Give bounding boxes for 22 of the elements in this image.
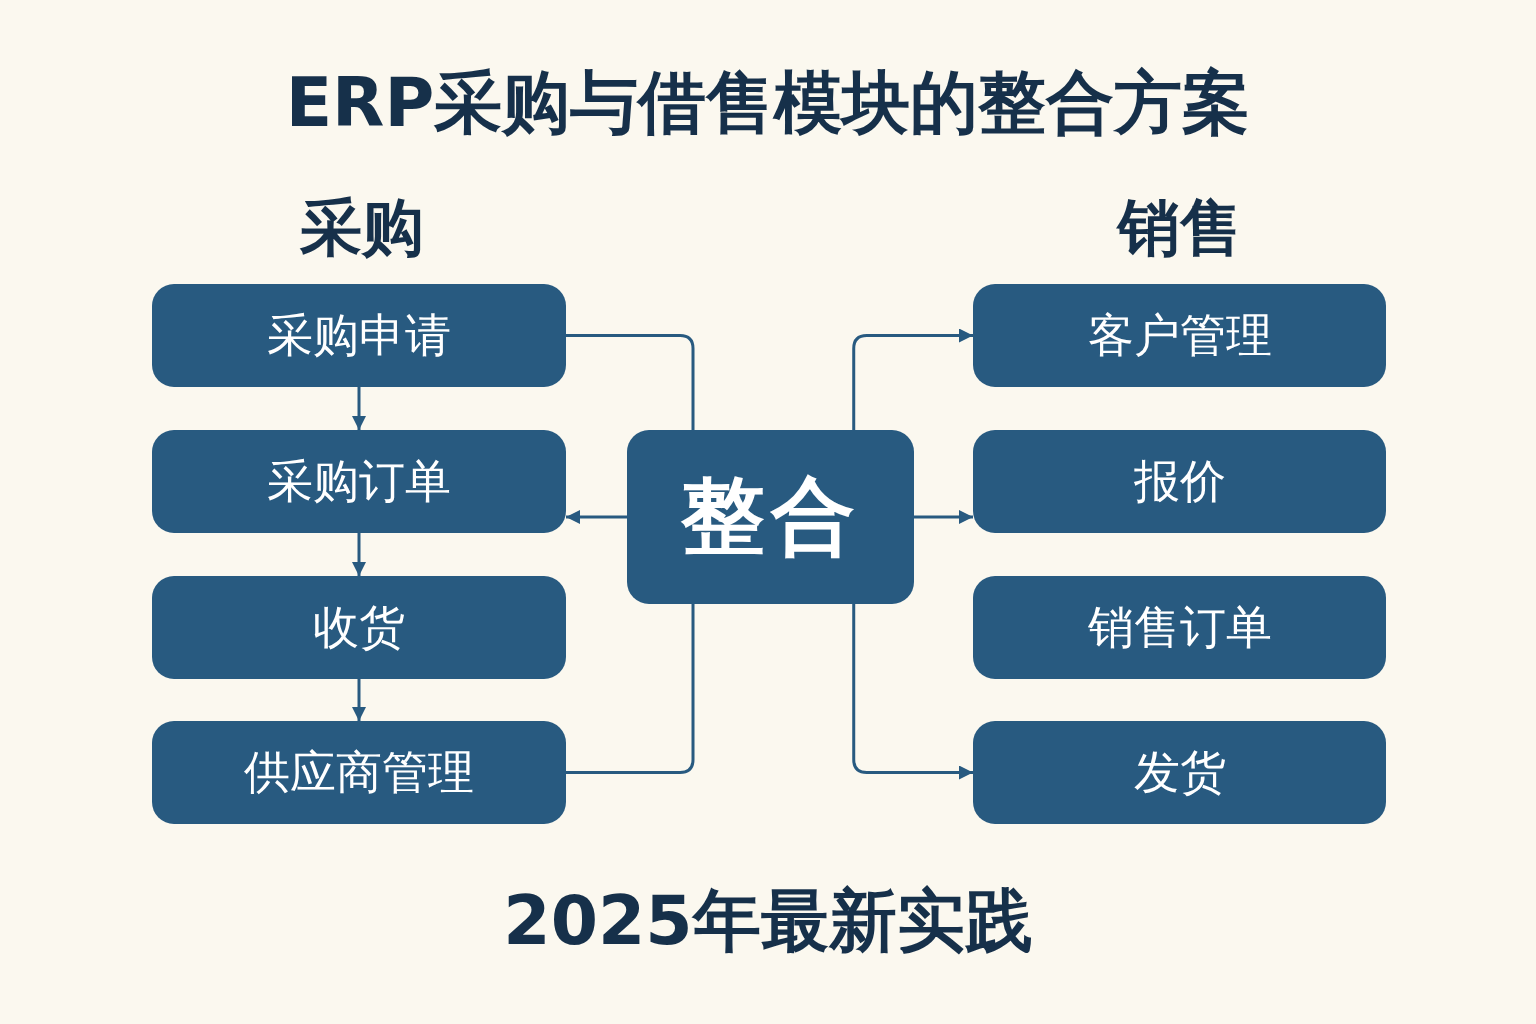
caption: 2025年最新实践: [503, 880, 1033, 962]
process-box: 供应商管理: [152, 721, 566, 824]
process-box: 客户管理: [973, 284, 1386, 387]
title: ERP采购与借售模块的整合方案: [285, 62, 1251, 144]
process-box: 报价: [973, 430, 1386, 533]
arrow: [352, 679, 366, 721]
section-heading: 销售: [1118, 190, 1242, 266]
process-box: 采购申请: [152, 284, 566, 387]
hub-box: 整合: [627, 430, 914, 604]
arrow: [566, 510, 627, 524]
connector-line: [566, 604, 695, 774]
process-box: 采购订单: [152, 430, 566, 533]
section-heading: 采购: [300, 190, 424, 266]
process-box: 收货: [152, 576, 566, 679]
arrow: [352, 533, 366, 576]
arrow: [852, 328, 973, 430]
arrow: [914, 510, 973, 524]
process-box: 发货: [973, 721, 1386, 824]
connector-line: [566, 334, 695, 430]
process-box: 销售订单: [973, 576, 1386, 679]
arrow: [352, 387, 366, 430]
arrow: [852, 604, 973, 780]
